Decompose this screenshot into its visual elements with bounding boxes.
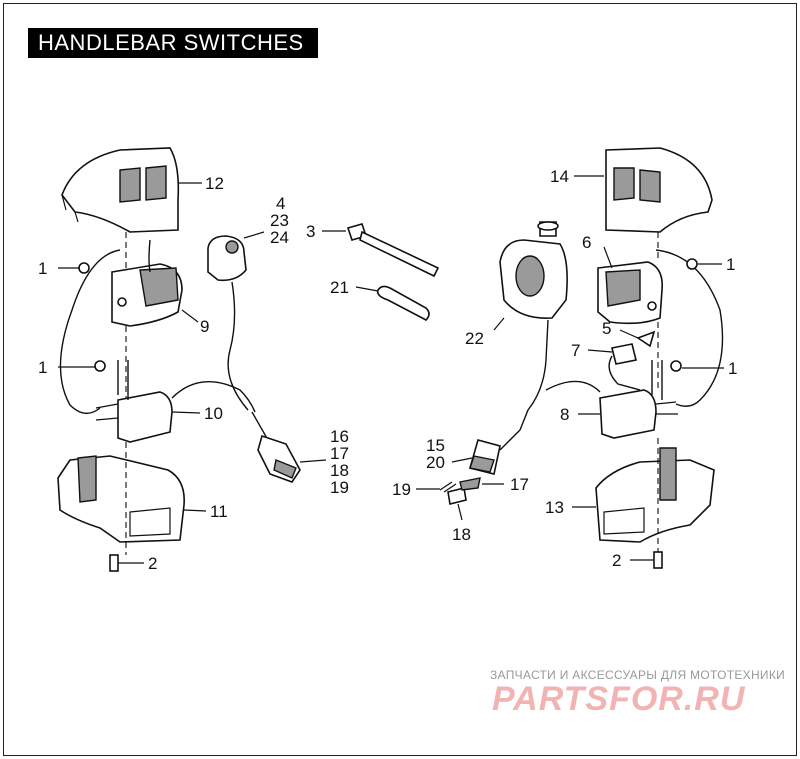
callout-2: 2 <box>148 554 157 573</box>
right-switch-module <box>597 261 664 325</box>
callout-2: 2 <box>612 551 621 570</box>
right-lower-housing <box>595 447 715 543</box>
callout-19: 19 <box>330 478 349 497</box>
left-harness-connector <box>251 411 301 483</box>
left-lower-switch <box>95 391 173 443</box>
callout-12: 12 <box>205 174 224 193</box>
left-screw-upper <box>78 262 90 274</box>
left-screw-bottom <box>109 554 119 572</box>
terminal-pins <box>439 477 481 505</box>
left-upper-housing <box>61 147 180 233</box>
left-connector-cap <box>207 235 249 411</box>
callout-5: 5 <box>602 319 611 338</box>
callout-13: 13 <box>545 498 564 517</box>
callout-10: 10 <box>204 404 223 423</box>
callout-20: 20 <box>426 453 445 472</box>
right-screw-upper <box>686 258 698 270</box>
callout-3: 3 <box>306 222 315 241</box>
callout-9: 9 <box>200 317 209 336</box>
callout-22: 22 <box>465 329 484 348</box>
callout-1: 1 <box>38 259 47 278</box>
callout-1: 1 <box>726 255 735 274</box>
callout-4: 4 <box>276 194 285 213</box>
callout-17: 17 <box>330 444 349 463</box>
leader-lines <box>58 175 724 564</box>
heat-shrink-sleeve <box>376 285 430 321</box>
callout-7: 7 <box>571 341 580 360</box>
callout-23: 23 <box>270 211 289 230</box>
callout-11: 11 <box>210 502 228 521</box>
cable-tie <box>346 223 440 278</box>
callout-1: 1 <box>728 359 737 378</box>
left-lower-housing <box>57 455 185 543</box>
callout-1: 1 <box>38 358 47 377</box>
throttle-clamp <box>499 221 568 451</box>
diagram-frame <box>3 3 797 756</box>
callout-18: 18 <box>452 525 471 544</box>
callout-17: 17 <box>510 475 529 494</box>
callout-14: 14 <box>550 167 569 186</box>
right-lower-switch <box>599 389 678 439</box>
right-clip <box>636 330 656 348</box>
callout-19: 19 <box>392 480 411 499</box>
callout-24: 24 <box>270 228 289 247</box>
callout-15: 15 <box>426 436 445 455</box>
callout-21: 21 <box>330 278 349 297</box>
page-title: HANDLEBAR SWITCHES <box>28 28 318 58</box>
right-small-connector <box>608 343 641 391</box>
left-screw-mid <box>94 360 106 372</box>
right-harness-connector <box>469 439 501 475</box>
right-upper-housing <box>605 147 713 233</box>
callout-18: 18 <box>330 461 349 480</box>
left-switch-module <box>111 263 183 327</box>
watermark-logo: PARTSFOR.RU <box>492 680 746 718</box>
right-screw-bottom <box>653 551 663 569</box>
callout-16: 16 <box>330 427 349 446</box>
callout-8: 8 <box>560 405 569 424</box>
callout-6: 6 <box>582 233 591 252</box>
left-harness-wire <box>59 239 256 414</box>
watermark-tagline: ЗАПЧАСТИ И АКСЕССУАРЫ ДЛЯ МОТОТЕХНИКИ <box>490 668 786 682</box>
right-screw-mid <box>670 360 682 372</box>
